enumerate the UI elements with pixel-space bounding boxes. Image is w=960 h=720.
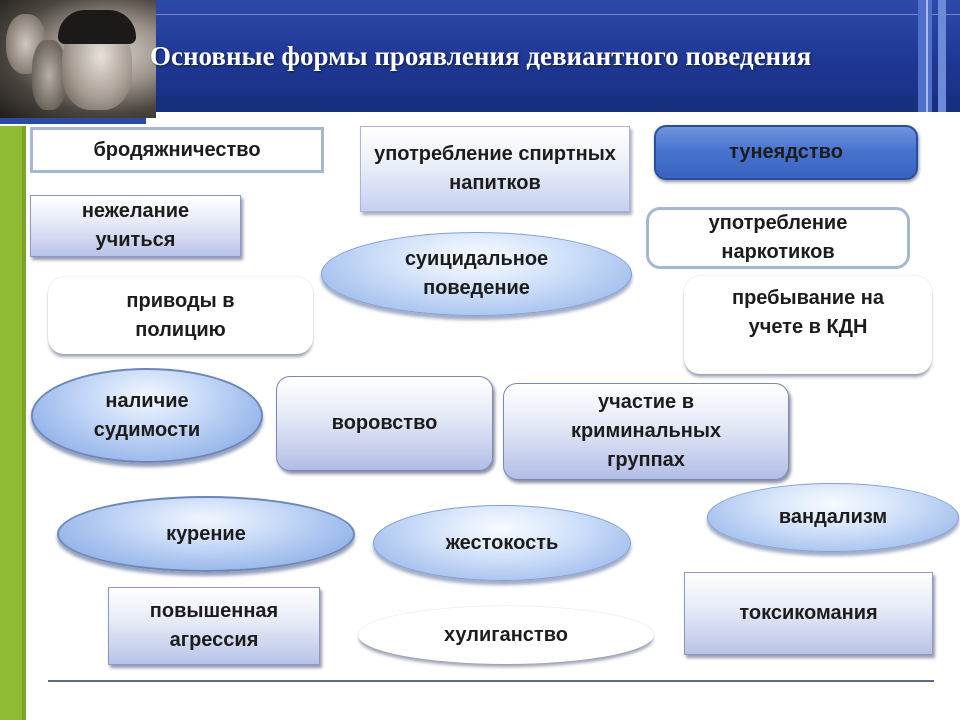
page-title: Основные формы проявления девиантного по… — [150, 41, 812, 71]
form-increased-aggression: повышенная агрессия — [108, 587, 320, 665]
header-photo — [0, 0, 156, 118]
form-police-detentions: приводы в полицию — [48, 277, 313, 354]
header-stripe — [156, 14, 960, 15]
form-criminal-groups: участие в криминальных группах — [503, 383, 789, 480]
photo-frame — [0, 118, 146, 124]
form-alcohol-use: употребление спиртных напитков — [360, 126, 630, 212]
side-bar-shade — [22, 126, 26, 720]
form-unwilling-to-study: нежелание учиться — [30, 195, 241, 257]
form-cruelty: жестокость — [373, 505, 631, 581]
form-smoking: курение — [57, 496, 355, 572]
form-hooliganism: хулиганство — [358, 606, 654, 664]
side-bar — [0, 126, 26, 720]
form-substance-abuse: токсикомания — [684, 572, 933, 655]
header-band — [0, 0, 960, 112]
header-stripe-right — [926, 0, 928, 112]
form-suicidal-behavior: суицидальное поведение — [321, 232, 632, 316]
header-stripe-right — [938, 0, 946, 112]
bottom-rule — [48, 680, 934, 682]
form-parasitism: тунеядство — [654, 125, 918, 180]
header-stripe-right — [918, 0, 932, 112]
form-kdn-registration: пребывание на учете в КДН — [684, 276, 932, 374]
form-vandalism: вандализм — [707, 483, 959, 552]
form-vagrancy: бродяжничество — [30, 127, 324, 173]
form-drug-use: употребление наркотиков — [646, 207, 910, 269]
form-theft: воровство — [276, 376, 493, 471]
form-criminal-record: наличие судимости — [31, 368, 263, 463]
